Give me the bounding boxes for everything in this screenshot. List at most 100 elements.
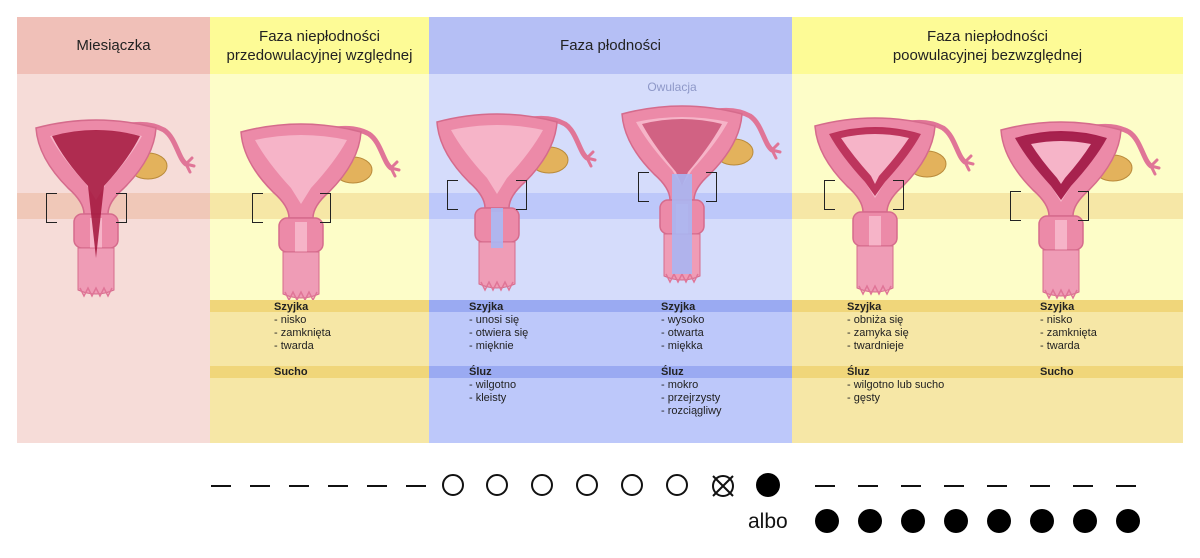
mucus-title: Sucho (274, 366, 308, 378)
cervix-bracket-right (706, 172, 717, 202)
filled-dot-mark (815, 509, 839, 533)
cervix-title: Szyjka (469, 301, 504, 313)
mucus-item: - wilgotno (469, 379, 517, 391)
cervix-title: Szyjka (274, 301, 309, 313)
notes-fertile-a: Szyjka - unosi się - otwiera się - miękn… (469, 301, 528, 353)
mucus-fertile-b: Śluz - mokro - przejrzysty - rozciągliwy (661, 366, 722, 418)
dash-mark (901, 485, 921, 487)
filled-dot-mark (1030, 509, 1054, 533)
cervix-bracket-right (1078, 191, 1089, 221)
dash-mark (1030, 485, 1050, 487)
cervix-title-band-post (792, 300, 1183, 312)
cervix-item: - unosi się (469, 314, 520, 326)
post-infertile-header-label: Faza niepłodności poowulacyjnej bezwzglę… (892, 27, 1083, 64)
cervix-item: - miękka (661, 340, 703, 352)
filled-dot-mark (858, 509, 882, 533)
mucus-item: - gęsty (847, 392, 881, 404)
dash-mark (1116, 485, 1136, 487)
cervix-item: - twarda (1040, 340, 1080, 352)
cervix-title: Szyjka (661, 301, 696, 313)
cervix-bracket-left (447, 180, 458, 210)
cervix-bracket-right (320, 193, 331, 223)
dash-mark (328, 485, 348, 487)
uterus-menstruation (36, 120, 194, 296)
mucus-item: - rozciągliwy (661, 405, 722, 417)
mucus-title: Sucho (1040, 366, 1074, 378)
filled-dot-mark (1073, 509, 1097, 533)
menstruation-header-label: Miesiączka (76, 37, 151, 54)
mucus-title: Śluz (469, 366, 492, 378)
cervix-bracket-left (252, 193, 263, 223)
uterus-illustrations: Owulacja (0, 80, 1200, 300)
filled-dot-mark (1116, 509, 1140, 533)
dash-mark (406, 485, 426, 487)
notes-post-b: Szyjka - nisko - zamknięta - twarda (1040, 301, 1097, 353)
menstruation-header: Miesiączka (17, 17, 210, 74)
open-circle-mark (486, 474, 508, 496)
open-circle-mark (576, 474, 598, 496)
ovulation-label: Owulacja (647, 80, 697, 94)
dash-mark (858, 485, 878, 487)
uterus-fertile-a (437, 114, 595, 290)
fertile-header-label: Faza płodności (560, 37, 661, 54)
cervix-bracket-left (824, 180, 835, 210)
cervix-item: - zamknięta (1040, 327, 1097, 339)
cervix-item: - otwiera się (469, 327, 529, 339)
filled-dot-mark (901, 509, 925, 533)
fertile-header: Faza płodności (429, 17, 792, 74)
dash-mark (1073, 485, 1093, 487)
cervix-item: - wysoko (661, 314, 705, 326)
post-infertile-header: Faza niepłodności poowulacyjnej bezwzglę… (792, 17, 1183, 74)
uterus-post-b (1001, 122, 1159, 298)
filled-dot-mark (987, 509, 1011, 533)
filled-dot-mark (944, 509, 968, 533)
pre-infertile-header-label: Faza niepłodności przedowulacyjnej wzglę… (226, 27, 413, 64)
open-circle-mark (666, 474, 688, 496)
cervix-item: - twarda (274, 340, 314, 352)
mucus-fertile-a: Śluz - wilgotno - kleisty (469, 366, 516, 405)
albo-label: albo (748, 510, 788, 533)
cervix-bracket-left (638, 172, 649, 202)
cervix-title: Szyjka (1040, 301, 1075, 313)
mucus-post-a: Śluz - wilgotno lub sucho - gęsty (847, 366, 944, 405)
open-circle-mark (621, 474, 643, 496)
notes-post-a: Szyjka - obniża się - zamyka się - tward… (847, 301, 909, 353)
cervix-bracket-left (46, 193, 57, 223)
cervix-item: - mięknie (469, 340, 514, 352)
crossed-circle-mark (712, 475, 734, 497)
cervix-item: - twardnieje (847, 340, 904, 352)
cervix-item: - obniża się (847, 314, 904, 326)
cervix-item: - zamknięta (274, 327, 331, 339)
pre-infertile-header: Faza niepłodności przedowulacyjnej wzglę… (210, 17, 429, 74)
cervix-bracket-right (893, 180, 904, 210)
cervix-bracket-left (1010, 191, 1021, 221)
mucus-title-band-post (792, 366, 1183, 378)
open-circle-mark (531, 474, 553, 496)
cervix-bracket-right (516, 180, 527, 210)
uterus-fertile-b (622, 106, 780, 282)
notes-pre: Szyjka - nisko - zamknięta - twarda (274, 301, 331, 353)
dash-mark (367, 485, 387, 487)
cervix-item: - nisko (1040, 314, 1073, 326)
dash-mark (289, 485, 309, 487)
mucus-title: Śluz (847, 366, 870, 378)
filled-dot-mark (756, 473, 780, 497)
dash-mark (987, 485, 1007, 487)
dash-mark (815, 485, 835, 487)
cervix-title-band-pre (210, 300, 429, 312)
mucus-pre: Sucho (274, 366, 308, 379)
mucus-post-b: Sucho (1040, 366, 1074, 379)
mucus-title-band-fertile (429, 366, 792, 378)
cervix-item: - nisko (274, 314, 307, 326)
mucus-item: - mokro (661, 379, 699, 391)
dash-mark (211, 485, 231, 487)
open-circle-mark (442, 474, 464, 496)
dash-mark (250, 485, 270, 487)
mucus-item: - kleisty (469, 392, 507, 404)
mucus-item: - przejrzysty (661, 392, 721, 404)
mucus-title-band-pre (210, 366, 429, 378)
cervix-item: - otwarta (661, 327, 704, 339)
cervix-title-band-fertile (429, 300, 792, 312)
uterus-post-a (815, 118, 973, 294)
